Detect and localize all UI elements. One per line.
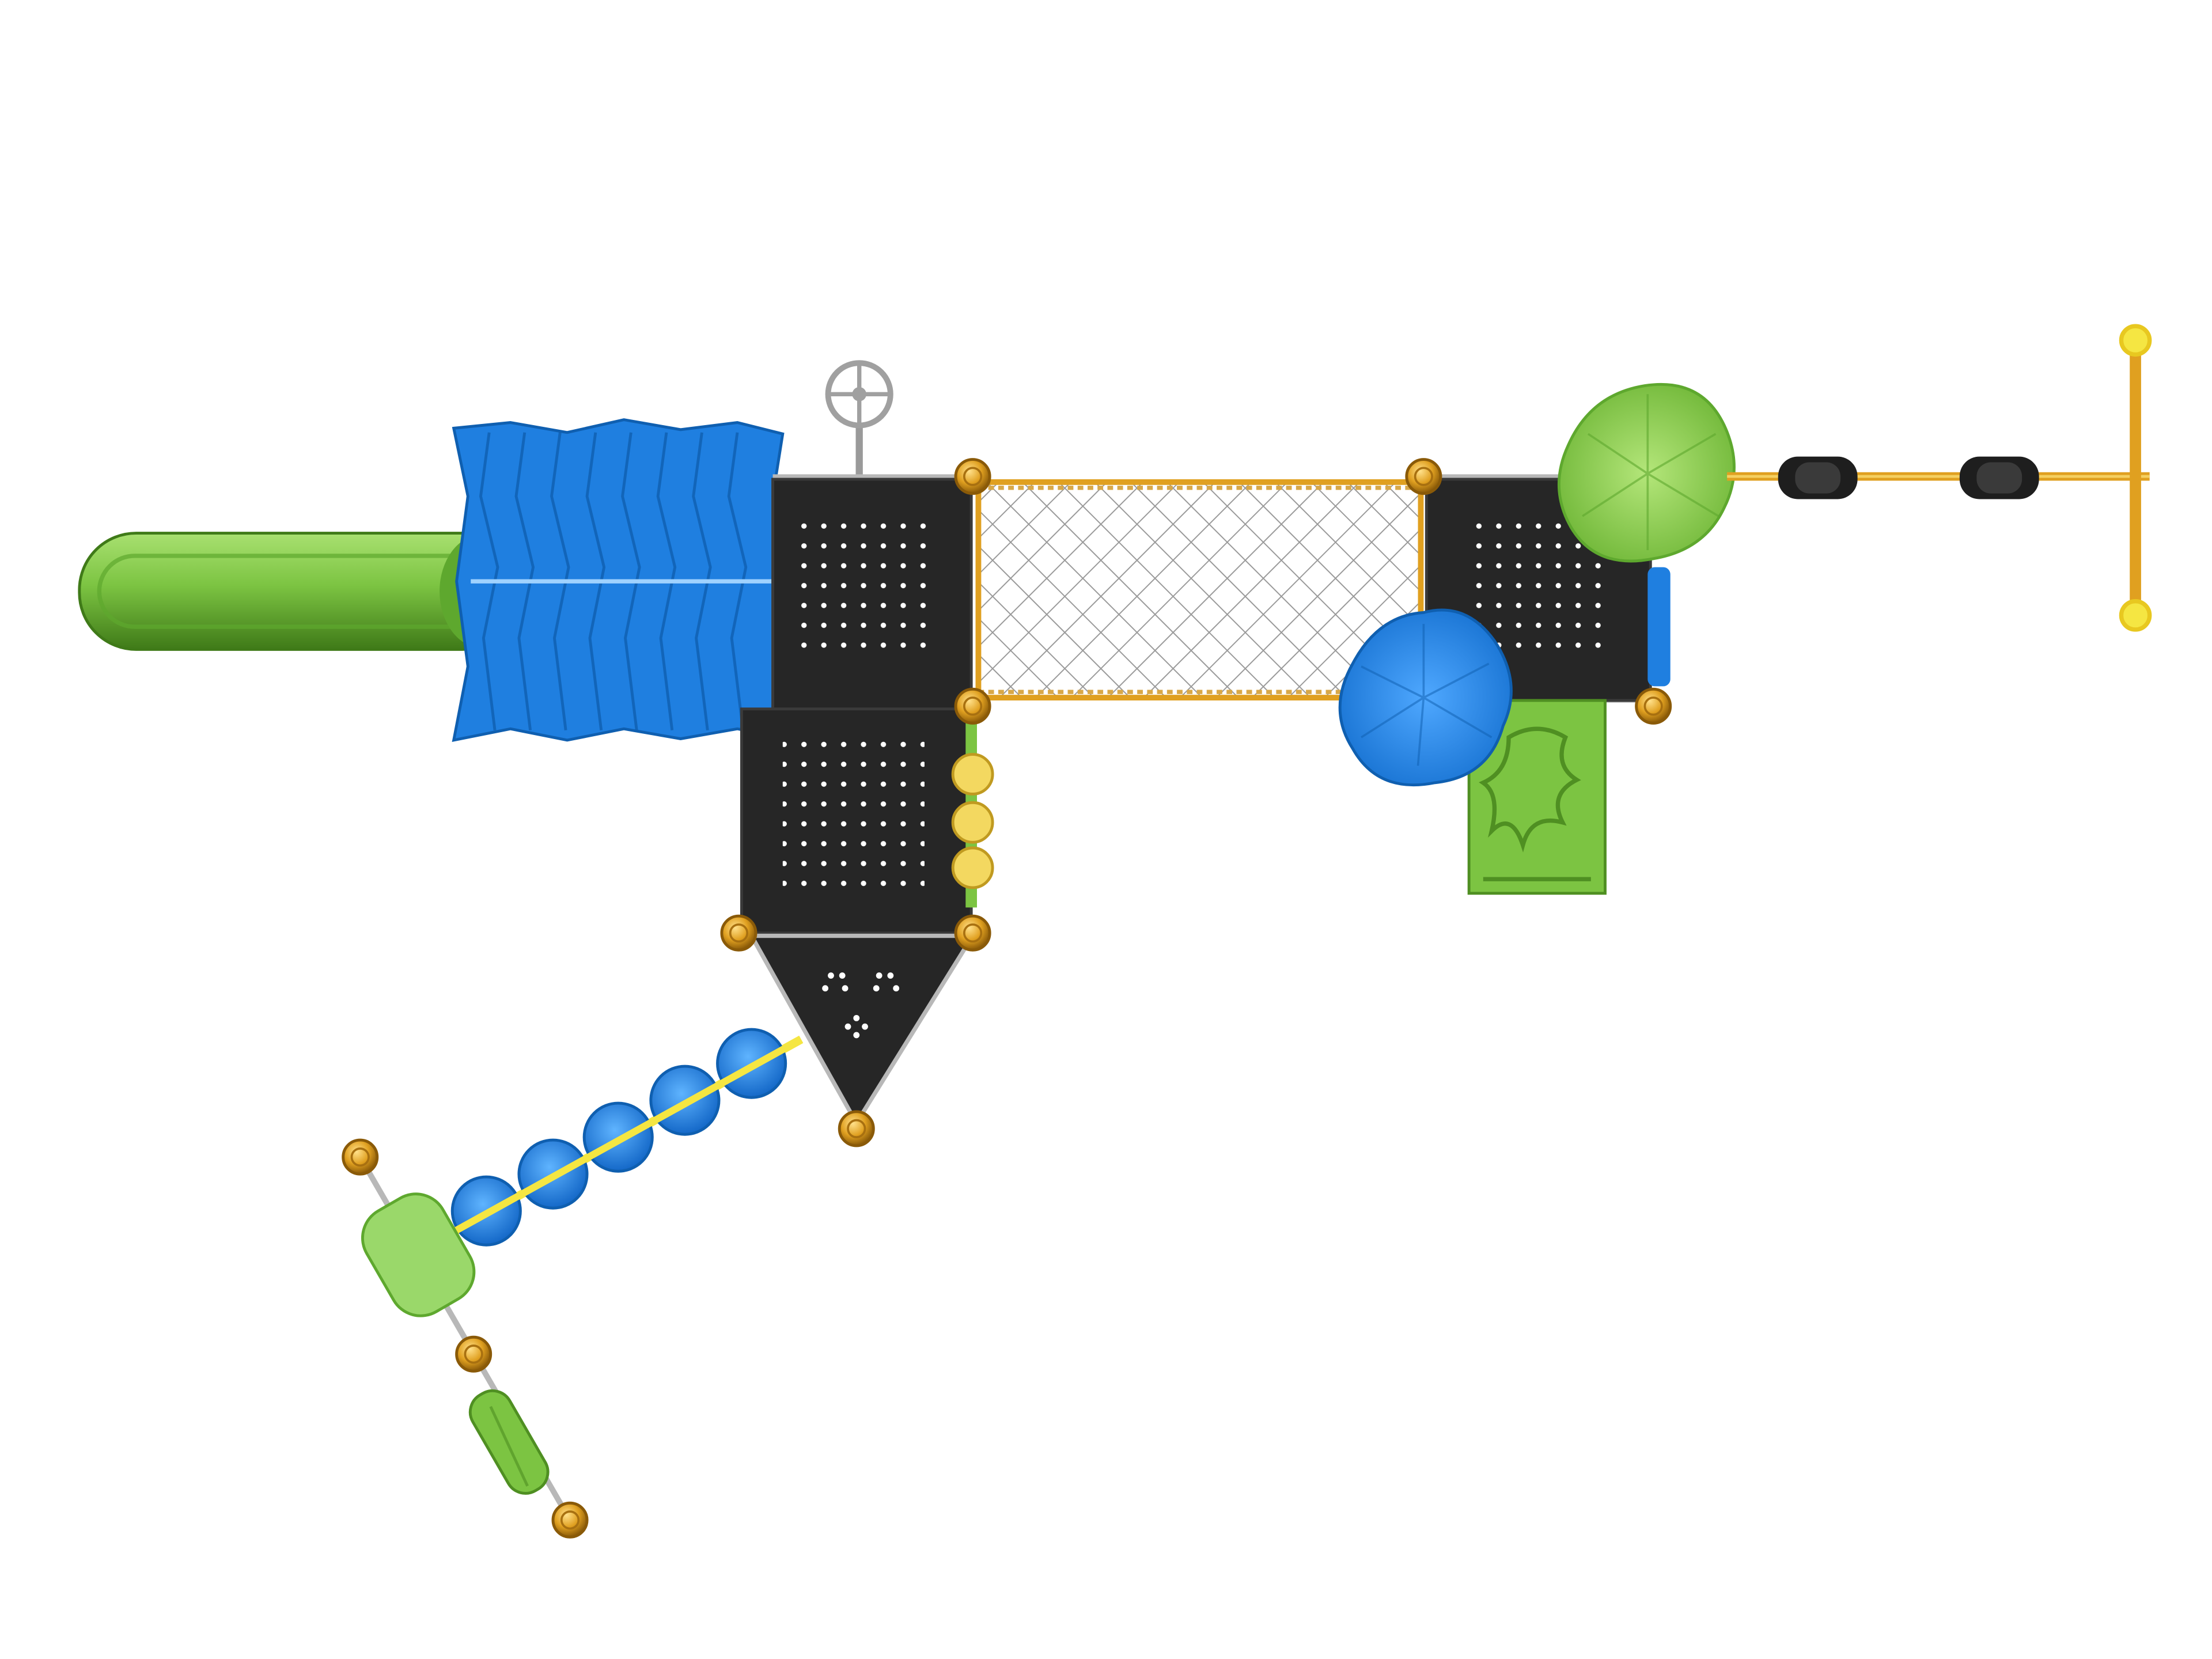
support-post [551, 1501, 589, 1539]
deck-upper-left [771, 478, 973, 711]
canopy-ruffle [621, 432, 641, 730]
support-post [342, 1138, 379, 1176]
canopy-ruffle [585, 432, 606, 730]
canopy-ruffle [479, 432, 499, 730]
leaf-roof-blue [1338, 608, 1513, 787]
triangle-deck [748, 933, 977, 1127]
canopy-ruffle [514, 432, 535, 730]
balance-beam-stepper [357, 1156, 573, 1522]
leaf-roof-green [1557, 382, 1736, 563]
canopy-ruffle [656, 432, 677, 730]
support-post [954, 687, 991, 725]
ruffled-canopy [452, 418, 785, 743]
canopy-ruffle [692, 432, 712, 730]
support-posts [342, 458, 1672, 1539]
overhead-ladder-ring [1727, 324, 2152, 632]
support-post [455, 1335, 493, 1373]
support-post [954, 914, 991, 952]
deck-lower-left [740, 707, 973, 935]
steering-wheel-icon [825, 360, 893, 482]
net-bridge [975, 479, 1424, 700]
support-post [720, 914, 757, 952]
support-post [1405, 458, 1442, 495]
canopy-ruffle [550, 432, 570, 730]
stepping-pods-bridge [418, 1028, 804, 1255]
canopy-ruffle [727, 432, 748, 730]
support-post [838, 1110, 875, 1147]
support-post [954, 458, 991, 495]
bubble-panel [951, 723, 994, 908]
support-post [1635, 687, 1672, 725]
